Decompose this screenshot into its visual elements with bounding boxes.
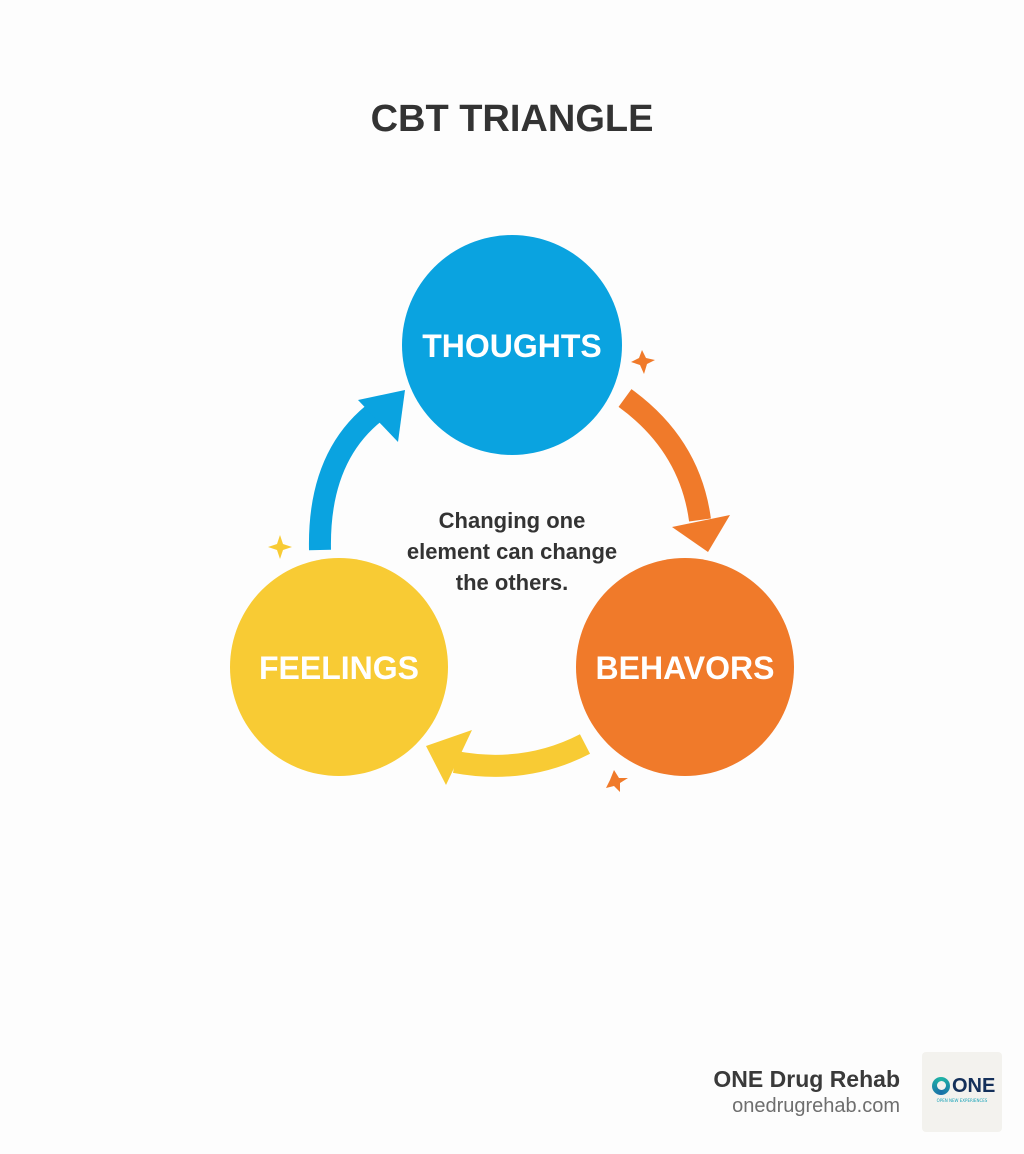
logo-mark-icon — [932, 1077, 950, 1095]
arrow-thoughts-to-behaviors — [618, 389, 730, 552]
sparkle-icon — [268, 535, 292, 559]
node-behaviors — [576, 558, 794, 776]
page-title: CBT TRIANGLE — [370, 98, 654, 140]
arrow-feelings-to-thoughts — [308, 390, 405, 551]
node-feelings — [230, 558, 448, 776]
brand-url: onedrugrehab.com — [732, 1095, 900, 1117]
brand-logo: ONE OPEN NEW EXPERIENCES — [922, 1052, 1002, 1132]
sparkle-icon — [631, 350, 655, 374]
node-label-thoughts: THOUGHTS — [422, 328, 602, 364]
caption-line: the others. — [455, 570, 569, 595]
sparkle-icon — [606, 770, 628, 792]
brand-block: ONE Drug Rehab onedrugrehab.com — [713, 1066, 900, 1118]
logo-tagline: OPEN NEW EXPERIENCES — [936, 1098, 988, 1103]
arrow-behaviors-to-feelings — [426, 730, 591, 785]
node-thoughts — [402, 235, 622, 455]
caption-line: element can change — [406, 539, 618, 564]
brand-name: ONE Drug Rehab — [713, 1066, 900, 1092]
logo-word: ONE — [952, 1075, 996, 1097]
node-label-behaviors: BEHAVORS — [596, 650, 775, 686]
node-label-feelings: FEELINGS — [259, 650, 419, 686]
center-caption: Changing one element can change the othe… — [362, 505, 662, 598]
caption-line: Changing one — [438, 508, 586, 533]
